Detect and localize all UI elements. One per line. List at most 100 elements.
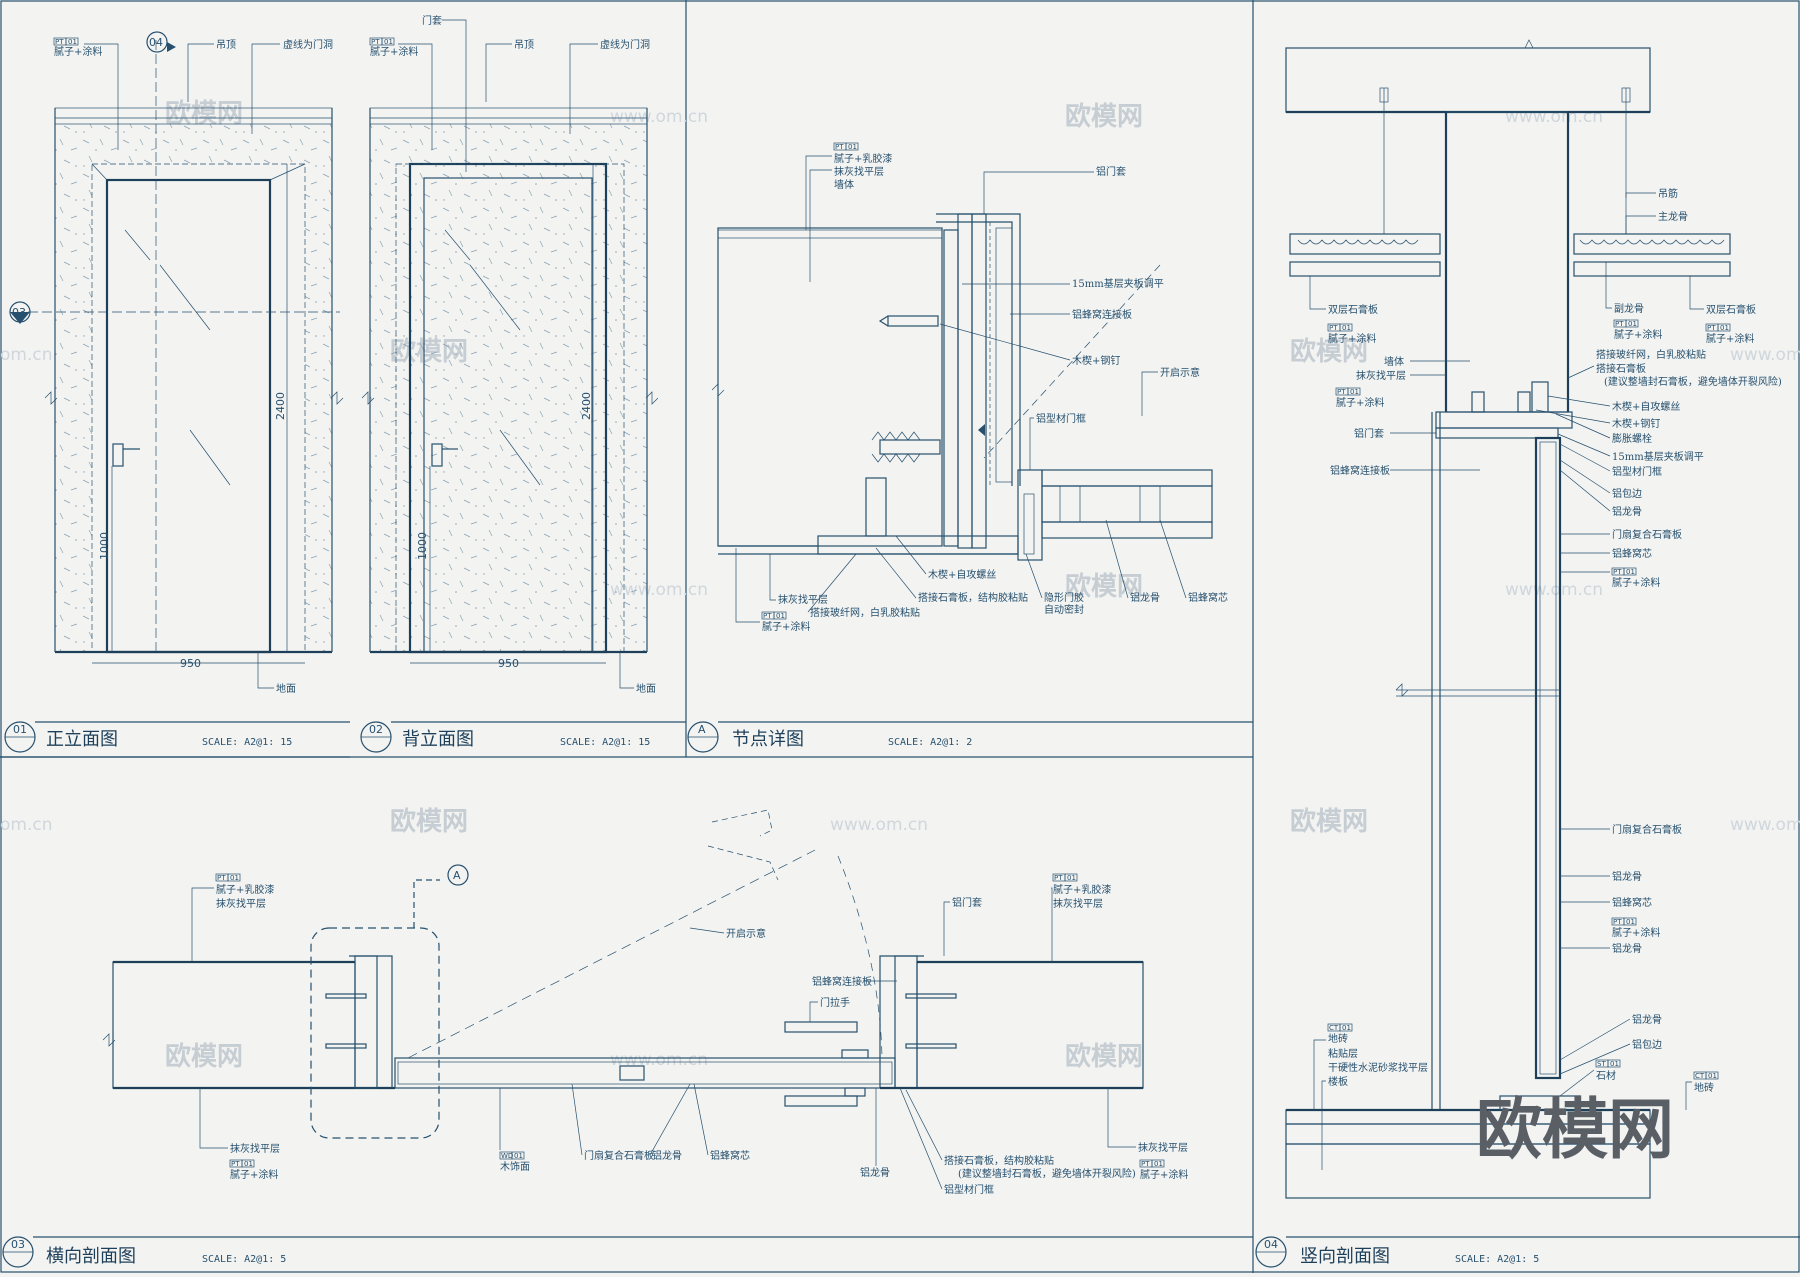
svg-text:15mm基层夹板调平: 15mm基层夹板调平 bbox=[1072, 277, 1164, 290]
panel-vertical-section: 吊筋 主龙骨 双层石膏板 PT 01 腻子+涂料 副龙骨 双层石膏板 PT 01… bbox=[1285, 39, 1782, 1199]
svg-text:腻子+涂料: 腻子+涂料 bbox=[370, 45, 418, 58]
svg-text:欧模网: 欧模网 bbox=[165, 1041, 243, 1072]
svg-text:主龙骨: 主龙骨 bbox=[1658, 210, 1688, 223]
svg-text:www.om.cn: www.om.cn bbox=[610, 1050, 708, 1070]
panel-title-front: 正立面图 bbox=[46, 729, 118, 750]
panel-node-detail: PT 01 腻子+乳胶漆 抹灰找平层 墙体 铝门套 15mm基层夹板调平 铝蜂窝… bbox=[711, 142, 1228, 633]
title-block-03: 03 横向剖面图 SCALE: A2@1: 5 bbox=[2, 1236, 1253, 1268]
svg-text:开启示意: 开启示意 bbox=[726, 927, 766, 940]
svg-text:铝型材门框: 铝型材门框 bbox=[1036, 412, 1086, 425]
svg-text:欧模网: 欧模网 bbox=[1290, 336, 1368, 367]
svg-text:01: 01 bbox=[1154, 1160, 1163, 1168]
svg-text:www.om.cn: www.om.cn bbox=[830, 815, 928, 835]
svg-text:腻子+涂料: 腻子+涂料 bbox=[1614, 328, 1662, 341]
svg-text:01: 01 bbox=[1342, 324, 1351, 332]
svg-text:1000: 1000 bbox=[98, 532, 111, 560]
svg-text:铝龙骨: 铝龙骨 bbox=[1612, 505, 1642, 518]
svg-text:15mm基层夹板调平: 15mm基层夹板调平 bbox=[1612, 450, 1704, 463]
svg-text:搭接玻纤网，白乳胶粘贴: 搭接玻纤网，白乳胶粘贴 bbox=[1596, 348, 1706, 361]
svg-text:CT: CT bbox=[1329, 1024, 1339, 1032]
svg-text:铝包边: 铝包边 bbox=[1612, 487, 1642, 500]
svg-text:干硬性水泥砂浆找平层: 干硬性水泥砂浆找平层 bbox=[1328, 1061, 1428, 1074]
svg-text:吊顶: 吊顶 bbox=[216, 39, 236, 51]
svg-text:A: A bbox=[698, 723, 706, 736]
svg-text:01: 01 bbox=[230, 874, 239, 882]
svg-text:(建议整墙封石膏板，避免墙体开裂风险): (建议整墙封石膏板，避免墙体开裂风险) bbox=[1604, 375, 1782, 388]
svg-text:腻子+涂料: 腻子+涂料 bbox=[1612, 926, 1660, 939]
svg-text:01: 01 bbox=[1350, 388, 1359, 396]
svg-text:01: 01 bbox=[244, 1160, 253, 1168]
svg-text:腻子+乳胶漆: 腻子+乳胶漆 bbox=[834, 152, 892, 165]
svg-text:门扇复合石膏板: 门扇复合石膏板 bbox=[1612, 823, 1682, 836]
svg-text:01: 01 bbox=[1720, 324, 1729, 332]
svg-text:02: 02 bbox=[369, 723, 383, 736]
svg-text:04: 04 bbox=[1264, 1238, 1278, 1251]
svg-text:www.om.cn: www.om.cn bbox=[1505, 580, 1603, 600]
svg-text:地砖: 地砖 bbox=[1328, 1032, 1348, 1045]
svg-text:欧模网: 欧模网 bbox=[1290, 806, 1368, 837]
svg-text:04: 04 bbox=[149, 36, 163, 49]
svg-text:欧模网: 欧模网 bbox=[1065, 571, 1143, 602]
svg-text:PT: PT bbox=[1707, 324, 1716, 332]
svg-text:01: 01 bbox=[776, 612, 785, 620]
svg-text:铝龙骨: 铝龙骨 bbox=[860, 1166, 890, 1179]
svg-text:www.om.cn: www.om.cn bbox=[1730, 815, 1800, 835]
title-block-04: 04 竖向剖面图 SCALE: A2@1: 5 bbox=[1255, 1236, 1800, 1268]
svg-text:ST: ST bbox=[1597, 1060, 1606, 1068]
svg-text:2400: 2400 bbox=[580, 392, 593, 420]
svg-text:PT: PT bbox=[1054, 874, 1063, 882]
svg-text:01: 01 bbox=[1708, 1072, 1717, 1080]
svg-text:虚线为门洞: 虚线为门洞 bbox=[283, 38, 333, 51]
svg-text:搭接玻纤网，白乳胶粘贴: 搭接玻纤网，白乳胶粘贴 bbox=[810, 606, 920, 619]
svg-text:SCALE: A2@1: 5: SCALE: A2@1: 5 bbox=[202, 1254, 286, 1265]
svg-text:铝蜂窝芯: 铝蜂窝芯 bbox=[1612, 896, 1652, 909]
svg-text:门扇复合石膏板: 门扇复合石膏板 bbox=[1612, 528, 1682, 541]
svg-text:自动密封: 自动密封 bbox=[1044, 603, 1084, 616]
svg-text:01: 01 bbox=[68, 38, 77, 46]
svg-text:1000: 1000 bbox=[416, 532, 429, 560]
svg-text:铝蜂窝连接板: 铝蜂窝连接板 bbox=[812, 975, 872, 988]
svg-text:粘贴层: 粘贴层 bbox=[1328, 1047, 1358, 1060]
svg-text:地面: 地面 bbox=[636, 682, 656, 695]
svg-text:欧模网: 欧模网 bbox=[390, 806, 468, 837]
svg-text:抹灰找平层: 抹灰找平层 bbox=[230, 1142, 280, 1155]
svg-text:WD: WD bbox=[501, 1152, 513, 1160]
svg-text:01: 01 bbox=[514, 1152, 523, 1160]
panel-back-elevation: 950 2400 1000 PT 01 腻子+涂料 门套 吊顶 虚线为门洞 地面 bbox=[361, 14, 659, 695]
svg-text:铝蜂窝连接板: 铝蜂窝连接板 bbox=[1072, 308, 1132, 321]
svg-text:铝型材门框: 铝型材门框 bbox=[944, 1183, 994, 1196]
svg-text:A: A bbox=[453, 869, 461, 882]
svg-text:铝龙骨: 铝龙骨 bbox=[1612, 870, 1642, 883]
svg-text:抹灰找平层: 抹灰找平层 bbox=[778, 593, 828, 606]
svg-text:PT: PT bbox=[1613, 918, 1622, 926]
svg-text:铝蜂窝芯: 铝蜂窝芯 bbox=[1188, 591, 1228, 604]
svg-text:地砖: 地砖 bbox=[1694, 1081, 1714, 1094]
svg-text:铝龙骨: 铝龙骨 bbox=[1130, 591, 1160, 604]
svg-text:虚线为门洞: 虚线为门洞 bbox=[600, 38, 650, 51]
panel-front-elevation: 950 2400 1000 PT 01 腻子+涂料 吊顶 虚线为门洞 地面 04… bbox=[9, 31, 344, 695]
svg-text:铝龙骨: 铝龙骨 bbox=[1632, 1013, 1662, 1026]
svg-text:抹灰找平层: 抹灰找平层 bbox=[1356, 369, 1406, 382]
svg-text:吊顶: 吊顶 bbox=[514, 39, 534, 51]
svg-text:PT: PT bbox=[55, 38, 64, 46]
svg-text:搭接石膏板: 搭接石膏板 bbox=[1596, 362, 1646, 375]
svg-text:铝蜂窝芯: 铝蜂窝芯 bbox=[710, 1149, 750, 1162]
svg-text:PT: PT bbox=[231, 1160, 240, 1168]
svg-text:PT: PT bbox=[371, 38, 380, 46]
svg-text:腻子+涂料: 腻子+涂料 bbox=[1140, 1168, 1188, 1181]
svg-text:抹灰找平层: 抹灰找平层 bbox=[1138, 1141, 1188, 1154]
svg-text:膨胀螺栓: 膨胀螺栓 bbox=[1612, 432, 1652, 445]
svg-text:腻子+涂料: 腻子+涂料 bbox=[762, 620, 810, 633]
svg-text:墙体: 墙体 bbox=[834, 178, 854, 191]
svg-text:01: 01 bbox=[13, 723, 27, 736]
panel-title-back: 背立面图 bbox=[402, 729, 474, 750]
brand-watermark: 欧模网 bbox=[1476, 1091, 1674, 1168]
svg-text:SCALE: A2@1: 2: SCALE: A2@1: 2 bbox=[888, 737, 972, 748]
svg-text:SCALE: A2@1: 5: SCALE: A2@1: 5 bbox=[1455, 1254, 1539, 1265]
svg-text:腻子+涂料: 腻子+涂料 bbox=[1612, 576, 1660, 589]
svg-text:2400: 2400 bbox=[274, 392, 287, 420]
svg-text:01: 01 bbox=[1342, 1024, 1351, 1032]
svg-text:01: 01 bbox=[1626, 918, 1635, 926]
